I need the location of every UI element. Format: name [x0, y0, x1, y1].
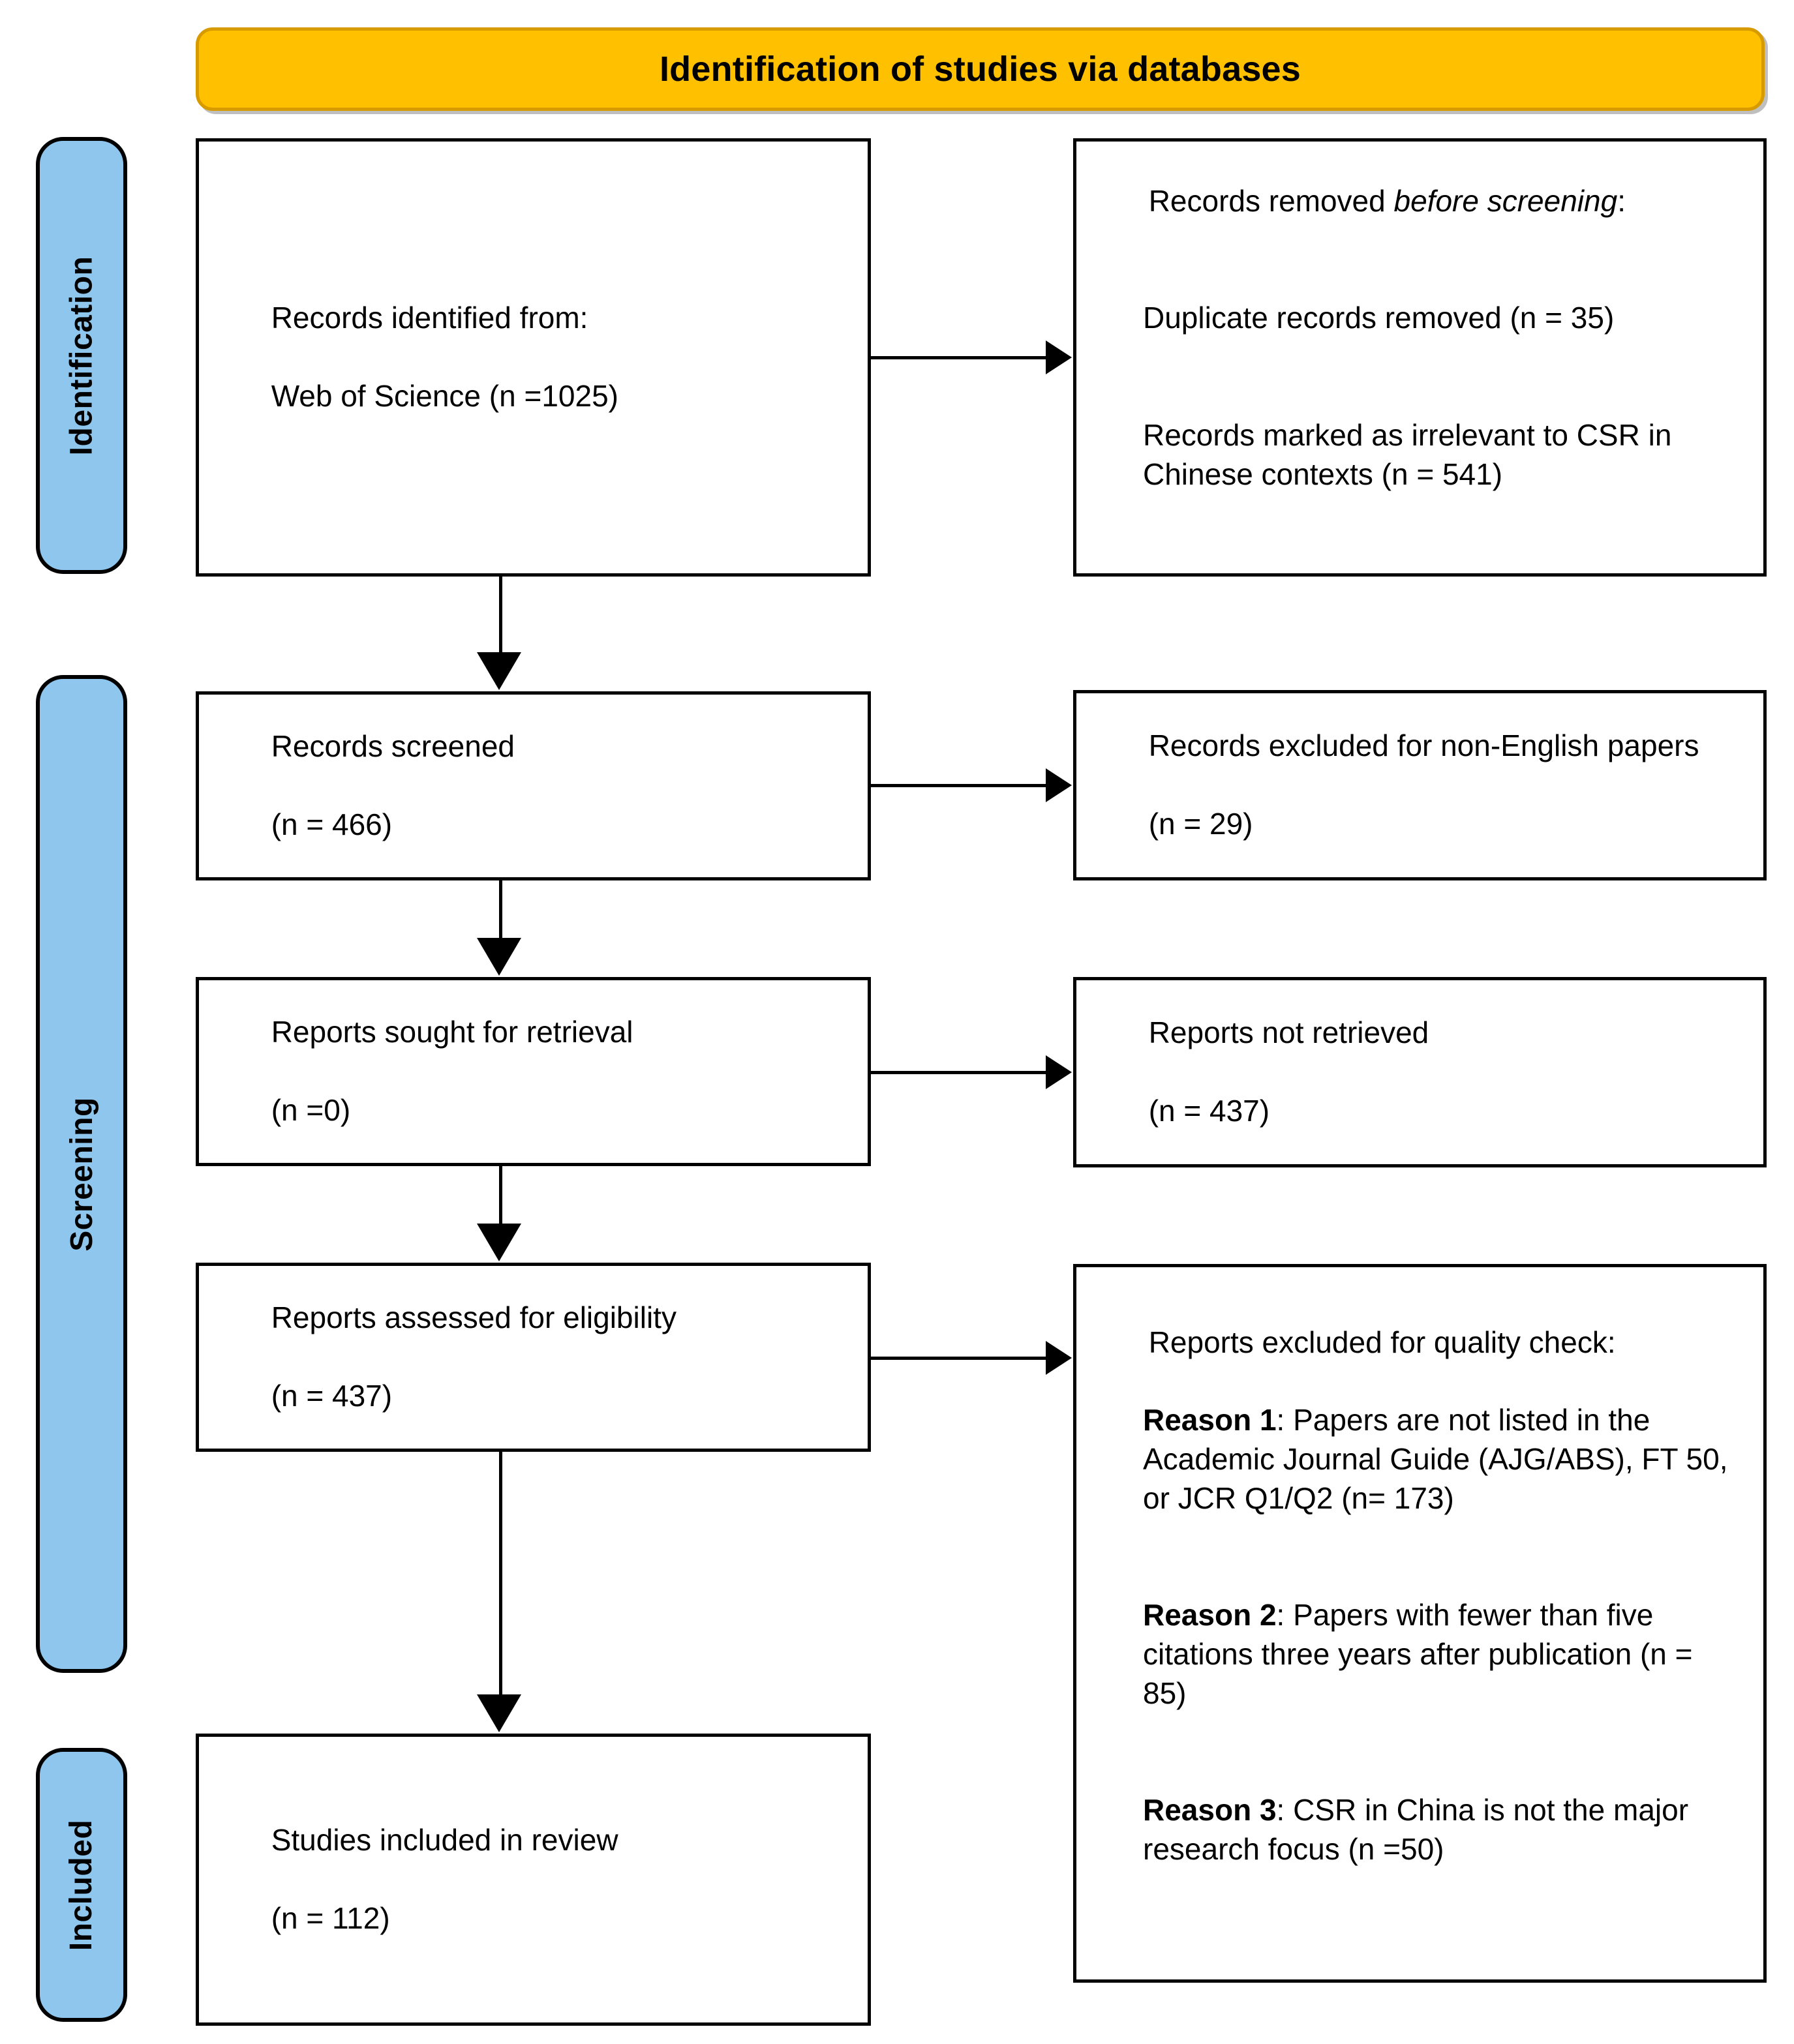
- box-records-excluded-non-english: Records excluded for non-English papers …: [1073, 690, 1767, 880]
- box-records-identified-text: Records identified from: Web of Science …: [221, 260, 618, 455]
- box-reports-sought-for-retrieval: Reports sought for retrieval (n =0): [196, 977, 871, 1166]
- stage-label-identification: Identification: [36, 137, 127, 574]
- stage-label-screening-text: Screening: [64, 1096, 99, 1252]
- box-studies-included-text: Studies included in review (n = 112): [221, 1782, 618, 1977]
- stage-label-included-text: Included: [64, 1819, 99, 1951]
- box-reports-assessed-for-eligibility: Reports assessed for eligibility (n = 43…: [196, 1263, 871, 1452]
- connector-assessed-to-quality-line: [871, 1357, 1047, 1360]
- studies-included-line2: (n = 112): [271, 1901, 390, 1935]
- box-reports-not-retrieved: Reports not retrieved (n = 437): [1073, 977, 1767, 1167]
- box-records-removed-text: Records removed before screening: Duplic…: [1099, 143, 1741, 572]
- connector-sought-to-assessed-line: [499, 1166, 502, 1225]
- reason-1-label: Reason 1: [1143, 1403, 1277, 1437]
- connector-assessed-to-included-line: [499, 1452, 502, 1696]
- box-records-excluded-non-english-text: Records excluded for non-English papers …: [1099, 688, 1699, 883]
- reports-assessed-line2: (n = 437): [271, 1378, 393, 1413]
- box-records-removed-before-screening: Records removed before screening: Duplic…: [1073, 138, 1767, 577]
- quality-excluded-reason-1: Reason 1: Papers are not listed in the A…: [1099, 1401, 1741, 1518]
- reason-2-text: : Papers with fewer than five citations …: [1143, 1598, 1701, 1710]
- box-reports-not-retrieved-text: Reports not retrieved (n = 437): [1099, 975, 1429, 1170]
- records-excluded-line2: (n = 29): [1148, 806, 1253, 841]
- connector-identified-to-screened-arrowhead: [477, 652, 521, 690]
- reason-1-text: : Papers are not listed in the Academic …: [1143, 1403, 1737, 1515]
- connector-screened-to-sought-line: [499, 880, 502, 939]
- box-reports-excluded-quality-text: Reports excluded for quality check: Reas…: [1099, 1284, 1741, 1947]
- quality-excluded-reason-3: Reason 3: CSR in China is not the major …: [1099, 1791, 1741, 1869]
- connector-identified-to-removed-arrowhead: [1046, 340, 1072, 374]
- reports-not-retrieved-line1: Reports not retrieved: [1148, 1015, 1429, 1050]
- connector-screened-to-excluded-arrowhead: [1046, 768, 1072, 802]
- connector-screened-to-excluded-line: [871, 784, 1047, 787]
- box-records-screened: Records screened (n = 466): [196, 691, 871, 880]
- box-records-identified: Records identified from: Web of Science …: [196, 138, 871, 577]
- connector-sought-to-not-retrieved-arrowhead: [1046, 1055, 1072, 1089]
- connector-screened-to-sought-arrowhead: [477, 938, 521, 976]
- records-removed-item-duplicates: Duplicate records removed (n = 35): [1143, 301, 1615, 335]
- records-identified-line1: Records identified from:: [271, 301, 588, 335]
- connector-assessed-to-included-arrowhead: [477, 1694, 521, 1732]
- box-reports-sought-text: Reports sought for retrieval (n =0): [221, 974, 633, 1169]
- stage-label-screening: Screening: [36, 675, 127, 1673]
- stage-label-included: Included: [36, 1748, 127, 2022]
- box-studies-included-in-review: Studies included in review (n = 112): [196, 1734, 871, 2026]
- stage-label-identification-text: Identification: [64, 256, 99, 455]
- box-records-screened-text: Records screened (n = 466): [221, 689, 515, 884]
- records-removed-item-irrelevant: Records marked as irrelevant to CSR in C…: [1143, 417, 1680, 491]
- records-identified-line2: Web of Science (n =1025): [271, 378, 618, 413]
- diagram-title: Identification of studies via databases: [659, 50, 1301, 89]
- reason-3-label: Reason 3: [1143, 1793, 1277, 1827]
- records-removed-lead-italic: before screening: [1393, 183, 1618, 218]
- diagram-header-banner: Identification of studies via databases: [196, 27, 1765, 111]
- studies-included-line1: Studies included in review: [271, 1823, 618, 1857]
- records-excluded-line1: Records excluded for non-English papers: [1148, 729, 1699, 763]
- reports-sought-line1: Reports sought for retrieval: [271, 1015, 633, 1049]
- connector-assessed-to-quality-arrowhead: [1046, 1341, 1072, 1375]
- quality-excluded-heading: Reports excluded for quality check:: [1148, 1325, 1616, 1359]
- records-screened-line1: Records screened: [271, 729, 515, 764]
- box-reports-excluded-quality-check: Reports excluded for quality check: Reas…: [1073, 1264, 1767, 1983]
- connector-identified-to-screened-line: [499, 577, 502, 654]
- reports-not-retrieved-line2: (n = 437): [1148, 1093, 1270, 1128]
- records-removed-lead-plain: Records removed: [1148, 183, 1394, 218]
- reason-3-text: : CSR in China is not the major research…: [1143, 1793, 1697, 1867]
- quality-excluded-reason-2: Reason 2: Papers with fewer than five ci…: [1099, 1596, 1741, 1713]
- connector-identified-to-removed-line: [871, 356, 1047, 359]
- connector-sought-to-not-retrieved-line: [871, 1071, 1047, 1074]
- reason-2-label: Reason 2: [1143, 1598, 1277, 1632]
- box-reports-assessed-text: Reports assessed for eligibility (n = 43…: [221, 1260, 677, 1455]
- records-screened-line2: (n = 466): [271, 807, 393, 841]
- reports-sought-line2: (n =0): [271, 1092, 351, 1127]
- connector-sought-to-assessed-arrowhead: [477, 1224, 521, 1261]
- reports-assessed-line1: Reports assessed for eligibility: [271, 1300, 677, 1335]
- records-removed-lead-colon: :: [1617, 183, 1626, 218]
